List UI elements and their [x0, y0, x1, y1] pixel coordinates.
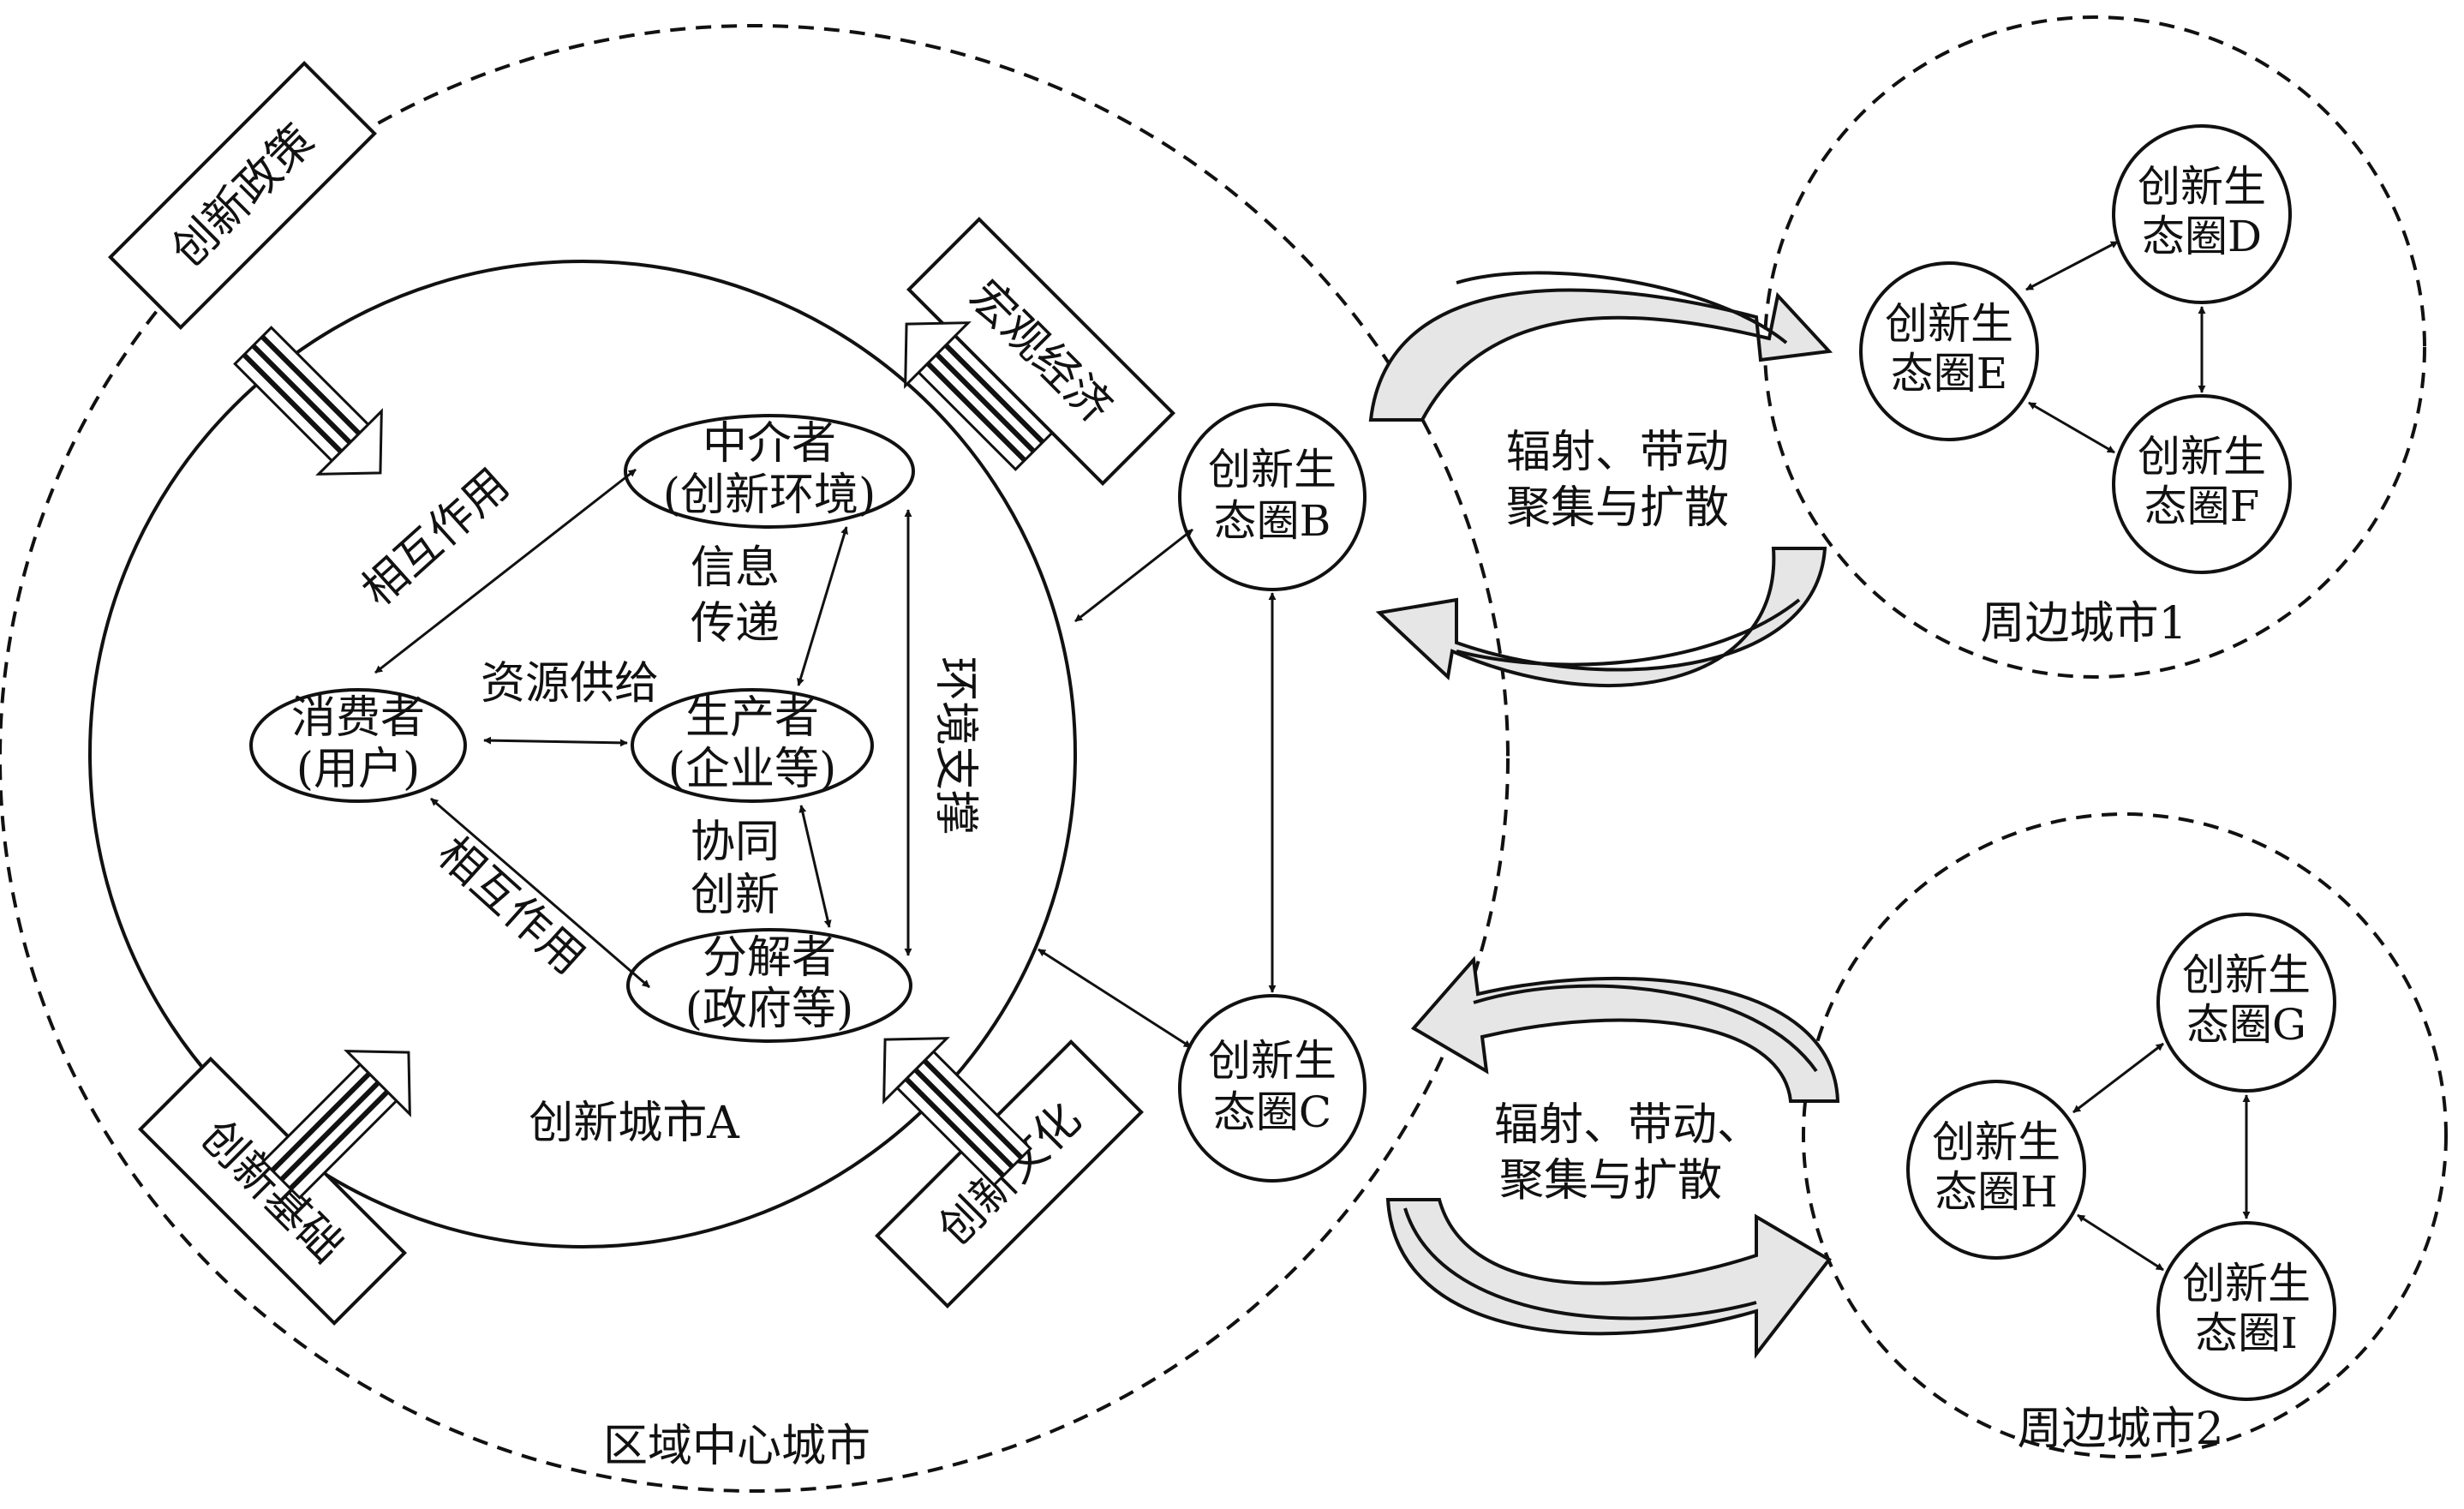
ecosystem-d-label-2: 态圈D: [2142, 212, 2262, 261]
arrow-e-d: [2025, 240, 2119, 291]
region-label: 区域中心城市: [603, 1421, 870, 1472]
ecosystem-g-label-2: 态圈G: [2186, 1000, 2306, 1050]
collab-label-2: 创新: [691, 870, 780, 921]
ecosystem-b-node: [1178, 403, 1367, 591]
arrow-resource-supply: [483, 736, 628, 747]
ecosystem-d-label-1: 创新生: [2138, 162, 2266, 212]
foundation-connector: [261, 1050, 411, 1200]
ecosystem-b-label-1: 创新生: [1208, 445, 1337, 494]
factor-policy: 创新政策: [108, 61, 377, 330]
ecosystem-b-label-2: 态圈B: [1214, 496, 1331, 546]
arrow-interaction-bottom: [430, 797, 650, 989]
city2-boundary: [1802, 812, 2448, 1458]
city1-label: 周边城市1: [1980, 598, 2186, 650]
ecosystem-d-node: [2112, 124, 2292, 304]
intermediary-label: 中介者: [703, 418, 836, 470]
env-support-label: 环境支撑: [930, 656, 981, 835]
ecosystem-i-label-1: 创新生: [2182, 1259, 2311, 1308]
intermediary-sub: (创新环境): [663, 470, 876, 521]
macro-connector: [904, 321, 1054, 471]
ecosystem-f-node: [2112, 394, 2292, 574]
ecosystem-f-label-1: 创新生: [2138, 432, 2266, 482]
producer-label: 生产者: [685, 692, 819, 744]
ecosystem-h-node: [1906, 1080, 2086, 1260]
arrow-e-f: [2028, 401, 2115, 454]
flow-bottom-label-2: 聚集与扩散: [1499, 1155, 1722, 1207]
arrow-info-transfer: [797, 526, 848, 686]
consumer-node: [249, 688, 467, 803]
collab-label-1: 协同: [691, 817, 780, 868]
culture-connector: [882, 1037, 1032, 1187]
decomposer-sub: (政府等): [685, 984, 854, 1035]
city-a-label: 创新城市A: [529, 1098, 740, 1149]
ecosystem-e-label-1: 创新生: [1885, 299, 2013, 349]
ecosystem-h-label-2: 态圈H: [1935, 1167, 2058, 1217]
consumer-label: 消费者: [291, 692, 425, 744]
ecosystem-g-node: [2156, 913, 2336, 1093]
ecosystem-e-label-2: 态圈E: [1891, 349, 2008, 398]
flow-top-label-1: 辐射、带动: [1506, 427, 1729, 478]
consumer-sub: (用户): [296, 744, 421, 795]
city2-label: 周边城市2: [2017, 1404, 2223, 1455]
arrow-city-a-b: [1074, 528, 1193, 623]
arrow-h-g: [2072, 1042, 2164, 1114]
decomposer-label: 分解者: [703, 932, 836, 984]
ecosystem-i-node: [2156, 1221, 2336, 1401]
arrow-interaction-top: [374, 468, 637, 674]
ecosystem-f-label-2: 态圈F: [2144, 482, 2260, 531]
flow-bottom-label-1: 辐射、带动、: [1494, 1099, 1761, 1151]
arrow-h-i: [2077, 1213, 2164, 1272]
region-boundary: [0, 24, 1510, 1493]
producer-node: [631, 688, 874, 803]
flow-arrows-bottom: [1385, 955, 1840, 1359]
flow-arrows-top: [1368, 271, 1833, 687]
info-transfer-label-1: 信息: [691, 542, 780, 594]
ecosystem-h-label-1: 创新生: [1932, 1117, 2060, 1167]
arrow-collab: [798, 805, 832, 928]
ecosystem-g-label-1: 创新生: [2182, 950, 2311, 1000]
info-transfer-label-2: 传递: [691, 598, 780, 650]
ecosystem-e-node: [1859, 261, 2039, 441]
ecosystem-c-node: [1178, 994, 1367, 1183]
arrow-city-a-c: [1038, 948, 1192, 1049]
ecosystem-c-label-2: 态圈C: [1213, 1087, 1331, 1137]
producer-sub: (企业等): [668, 744, 837, 795]
ecosystem-c-label-1: 创新生: [1208, 1036, 1337, 1086]
policy-connector: [233, 326, 383, 476]
flow-top-label-2: 聚集与扩散: [1506, 482, 1729, 534]
resource-supply-label: 资源供给: [481, 658, 659, 710]
ecosystem-i-label-2: 态圈I: [2195, 1308, 2298, 1358]
